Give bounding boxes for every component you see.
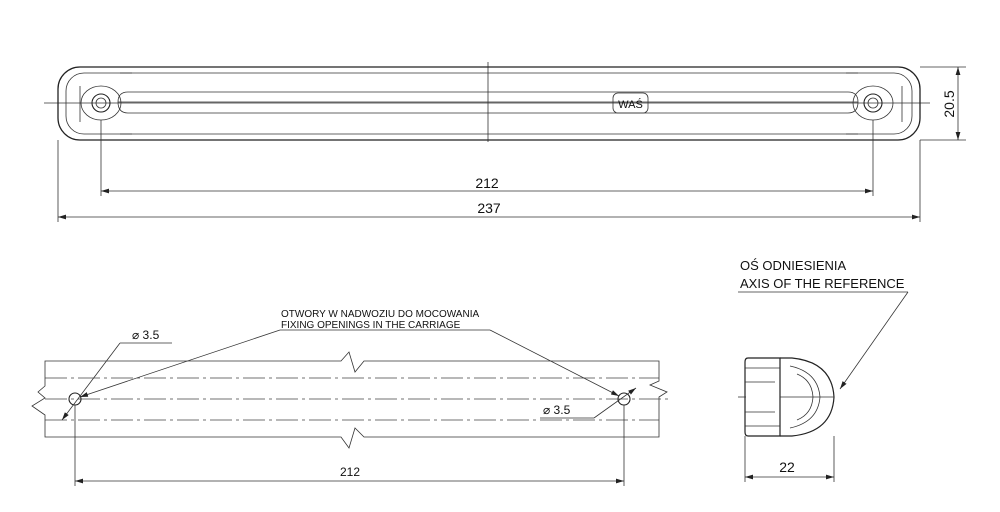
dim-depth-label: 22 <box>779 459 795 475</box>
fixing-note-pl: OTWORY W NADWOZIU DO MOCOWANIA <box>281 309 479 320</box>
lamp-outer-body <box>57 66 921 141</box>
axis-reference-en: AXIS OF THE REFERENCE <box>740 276 905 291</box>
logo-badge <box>612 92 649 114</box>
lamp-inner-outline <box>65 72 913 135</box>
fixing-note-en: FIXING OPENINGS IN THE CARRIAGE <box>281 320 461 331</box>
dim-height-label: 20.5 <box>941 90 957 117</box>
logo-text: WAŚ <box>618 98 643 111</box>
carriage-panel-outline <box>31 351 668 449</box>
lamp-base-profile <box>744 357 781 437</box>
dim-total-label: 237 <box>477 200 501 216</box>
lamp-lens-channel <box>117 91 859 114</box>
axis-reference-pl: OŚ ODNIESIENIA <box>740 258 847 273</box>
hole-left-diameter-label: ⌀ 3.5 <box>132 328 160 342</box>
lamp-top-view: WAŚ 20.5 212 237 <box>44 62 966 222</box>
side-view: OŚ ODNIESIENIA AXIS OF THE REFERENCE 22 <box>738 258 909 482</box>
hole-right-diameter-label: ⌀ 3.5 <box>543 403 571 417</box>
dim-spacing-label: 212 <box>340 465 360 479</box>
dim-holes-label: 212 <box>475 175 499 191</box>
mounting-view: ⌀ 3.5 ⌀ 3.5 OTWORY W NADWOZIU DO MOCOWAN… <box>31 309 668 486</box>
